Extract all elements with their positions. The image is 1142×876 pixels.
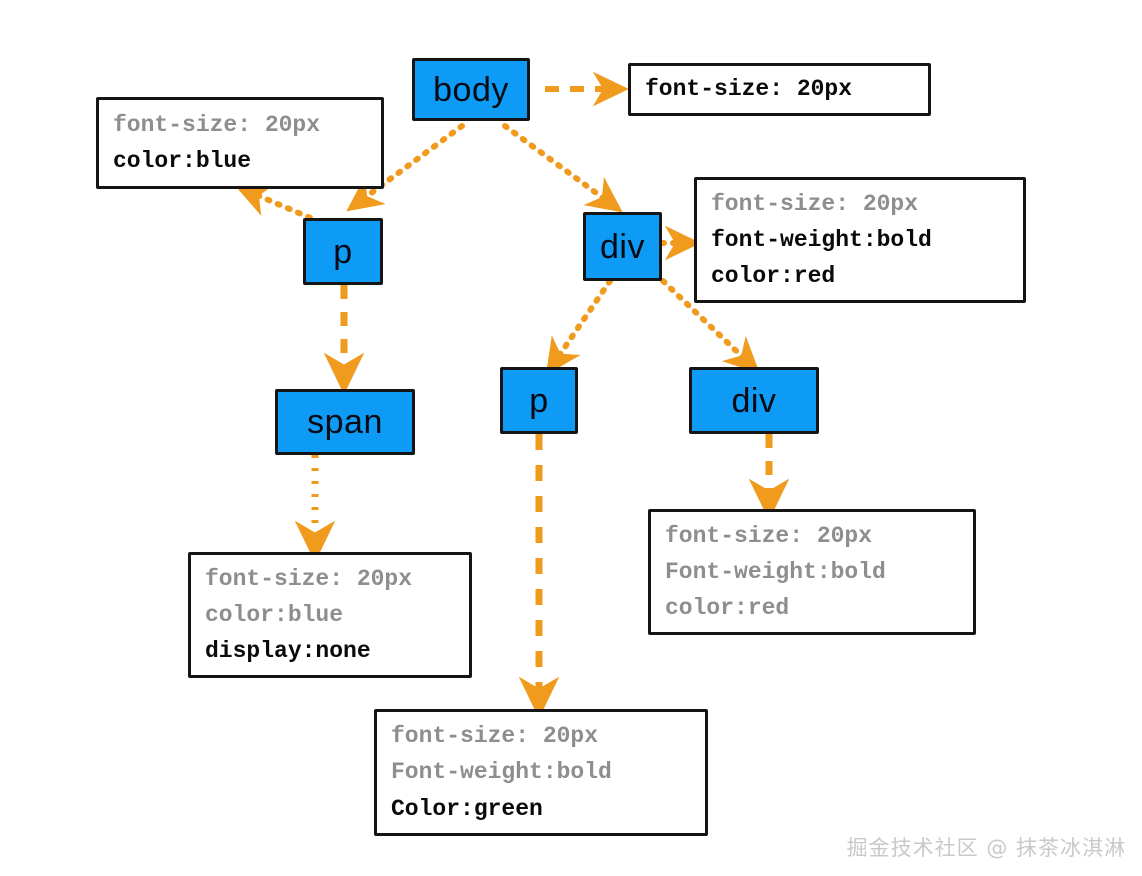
node-p-1[interactable]: p (303, 218, 383, 285)
node-p-1-label: p (333, 232, 353, 271)
declaration-line: font-weight:bold (711, 226, 932, 253)
node-span-1[interactable]: span (275, 389, 415, 455)
declaration-box-body: font-size: 20px (628, 63, 931, 116)
declaration-line: color:red (711, 263, 836, 290)
declaration-line: Color:green (391, 795, 543, 822)
node-p-2[interactable]: p (500, 367, 578, 434)
declaration-box-p-1: font-size: 20px color:blue (96, 97, 384, 189)
declaration-line: color:red (665, 595, 790, 622)
edge-body-to-div1 (502, 123, 623, 213)
declaration-box-p-2: font-size: 20px Font-weight:bold Color:g… (374, 709, 708, 836)
declaration-box-span-1: font-size: 20px color:blue display:none (188, 552, 472, 678)
node-body[interactable]: body (412, 58, 530, 121)
declaration-line: font-size: 20px (665, 522, 873, 549)
node-div-1[interactable]: div (583, 212, 662, 281)
watermark: 掘金技术社区 @ 抹茶冰淇淋 (846, 836, 1126, 860)
declaration-line: display:none (205, 638, 371, 665)
declaration-line: color:blue (113, 148, 252, 174)
declaration-line: color:blue (205, 601, 344, 628)
declaration-line: font-size: 20px (645, 76, 853, 103)
node-span-1-label: span (307, 403, 383, 441)
declaration-line: font-size: 20px (205, 565, 413, 592)
declaration-line: font-size: 20px (711, 190, 919, 217)
declaration-line: Font-weight:bold (391, 759, 612, 786)
node-div-2-label: div (731, 381, 777, 420)
declaration-box-div-1: font-size: 20px font-weight:bold color:r… (694, 177, 1026, 303)
declaration-box-div-2: font-size: 20px Font-weight:bold color:r… (648, 509, 976, 635)
node-body-label: body (433, 70, 509, 109)
node-div-2[interactable]: div (689, 367, 819, 434)
declaration-line: Font-weight:bold (665, 558, 886, 585)
edge-div1-to-p2 (545, 278, 613, 375)
node-p-2-label: p (529, 381, 549, 420)
declaration-line: font-size: 20px (113, 111, 321, 138)
declaration-line: font-size: 20px (391, 723, 599, 749)
node-div-1-label: div (600, 227, 645, 266)
